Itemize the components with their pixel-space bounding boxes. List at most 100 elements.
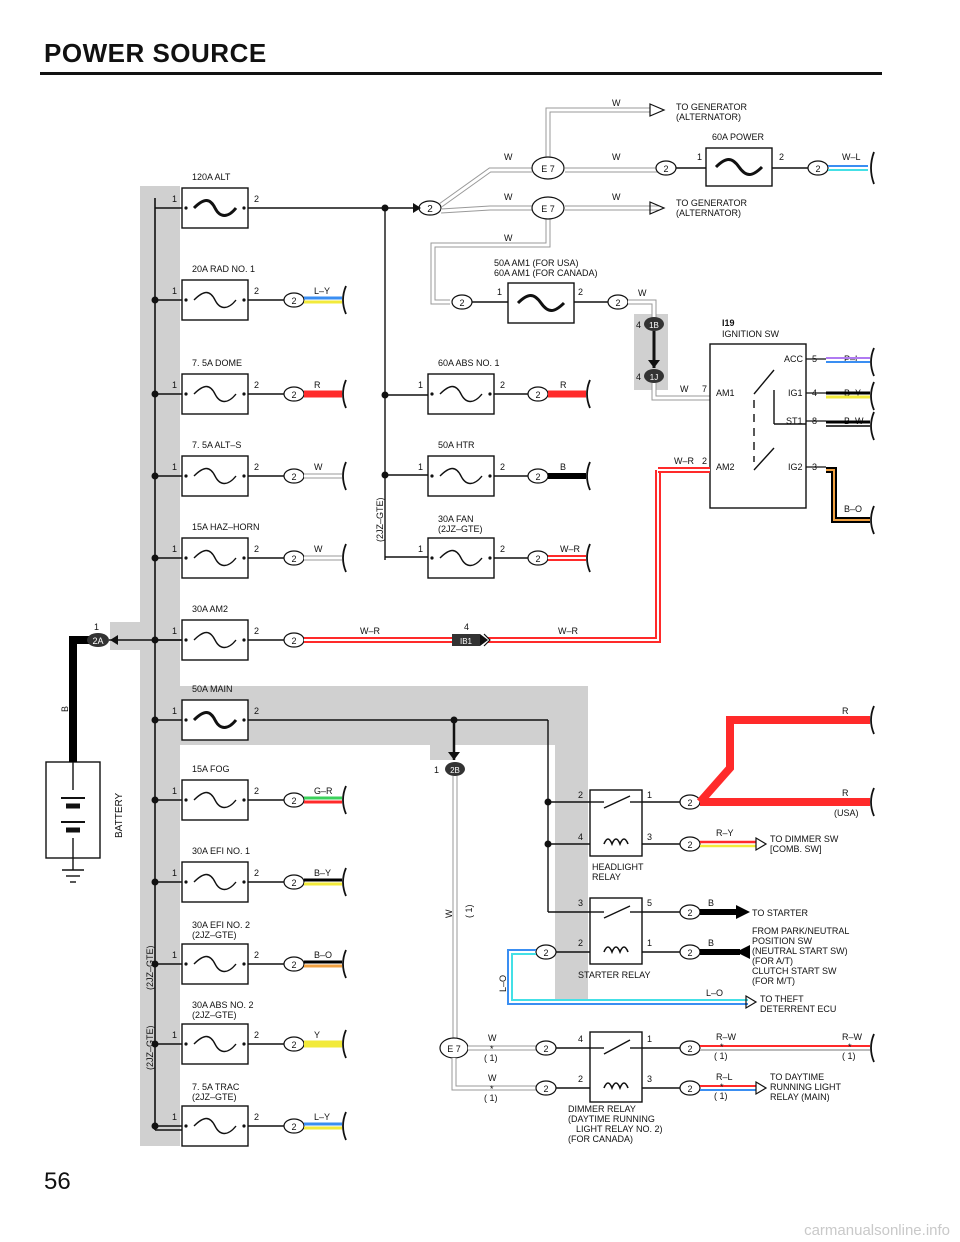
fuse-label: 15A FOG [192,764,230,774]
svg-text:2: 2 [254,544,259,554]
svg-text:1: 1 [418,380,423,390]
svg-text:1B: 1B [649,321,659,330]
fuse-connector: 2 [283,874,305,890]
theft-label-1: TO THEFT [760,994,804,1004]
svg-text:1: 1 [172,626,177,636]
ign-id: I19 [722,318,735,328]
svg-text:W: W [488,1073,497,1083]
svg-text:E 7: E 7 [541,164,555,174]
svg-text:2: 2 [663,164,668,174]
bus-2jz-label-1: (2JZ–GTE) [145,945,155,990]
svg-text:( 1): ( 1) [714,1051,728,1061]
power60-fuse [705,147,773,187]
to-starter-label: TO STARTER [752,908,809,918]
svg-text:2: 2 [254,1112,259,1122]
battery-wire [69,636,92,762]
fusebox-panel [140,186,180,1146]
battery-wire-label: B [60,706,70,712]
svg-text:2: 2 [291,472,296,482]
svg-text:5: 5 [647,898,652,908]
title-rule [40,72,882,75]
mid-fuse-connector: 2 [527,468,549,484]
svg-text:2: 2 [543,1084,548,1094]
svg-text:2: 2 [291,796,296,806]
w-label-4: W [504,192,513,202]
svg-text:*: * [720,1082,724,1092]
wire-label: G–R [314,786,333,796]
fuse-label: 15A HAZ–HORN [192,522,260,532]
e7-connector-lower: E 7 [531,196,565,220]
svg-text:2: 2 [291,878,296,888]
e7-connector-dimmer: E 7 [439,1037,469,1059]
svg-text:2: 2 [687,798,692,808]
battery-connector: 2A [87,633,109,647]
am1-can-label: 60A AM1 (FOR CANADA) [494,268,598,278]
2b-star-label: ( 1) [464,904,474,918]
wire-label: W [314,544,323,554]
main-bus-panel [110,622,160,650]
r-wire-top: R [842,706,849,716]
w-label-2: W [504,152,513,162]
park-label-1: FROM PARK/NEUTRAL [752,926,849,936]
park-label-4: (FOR A/T) [752,956,793,966]
ign-1j-pin: 4 [636,372,641,382]
svg-text:2: 2 [459,298,464,308]
svg-text:*: * [490,1084,494,1094]
svg-text:2: 2 [687,840,692,850]
mid-fuse-label: 60A ABS NO. 1 [438,358,500,368]
svg-text:2: 2 [291,390,296,400]
fuse-connector: 2 [283,792,305,808]
svg-text:2: 2 [254,194,259,204]
ign-name: IGNITION SW [722,329,780,339]
svg-text:5: 5 [812,354,817,364]
fuse-label: 30A AM2 [192,604,228,614]
svg-text:7: 7 [702,384,707,394]
svg-text:(DAYTIME RUNNING: (DAYTIME RUNNING [568,1114,655,1124]
svg-text:( 1): ( 1) [484,1093,498,1103]
svg-text:2: 2 [543,948,548,958]
svg-text:1: 1 [172,950,177,960]
svg-text:2: 2 [615,298,620,308]
dimmer-conn-3: 2 [679,1080,701,1096]
park-label-2: POSITION SW [752,936,813,946]
svg-text:3: 3 [812,462,817,472]
svg-text:1: 1 [647,790,652,800]
svg-text:2: 2 [500,462,505,472]
svg-text:2: 2 [291,1040,296,1050]
wire-label: R [314,380,321,390]
ign-conn-1b: 1B [644,317,664,331]
fuse-label: 7. 5A DOME [192,358,242,368]
svg-text:2: 2 [254,950,259,960]
fuse-connector: 2 [283,1118,305,1134]
wire-label: B–O [314,950,332,960]
dimmer-conn-2: 2 [535,1080,557,1096]
page-title: POWER SOURCE [44,38,267,68]
svg-text:2: 2 [687,1084,692,1094]
fuse-label: 30A EFI NO. 2 [192,920,250,930]
bus-2jz-label-2: (2JZ–GTE) [145,1025,155,1070]
dimmer-sw-label2: [COMB. SW] [770,844,822,854]
ign-terminal: AM1 [716,388,735,398]
w-label-6: W [504,233,513,243]
power60-wire: W–L [842,152,861,162]
svg-text:IB1: IB1 [460,637,473,646]
headlight-relay [589,789,643,857]
svg-text:1: 1 [418,544,423,554]
fuse-label: 30A EFI NO. 1 [192,846,250,856]
ign-terminal: AM2 [716,462,735,472]
svg-text:2: 2 [500,380,505,390]
e7-connector-upper: E 7 [531,156,565,180]
svg-text:2: 2 [254,286,259,296]
headlight-relay-label2: RELAY [592,872,621,882]
2b-w-label: W [444,909,454,918]
lo-label: L–O [706,988,723,998]
am1-usa-label: 50A AM1 (FOR USA) [494,258,579,268]
svg-text:R–W: R–W [716,1032,737,1042]
power60-pin2: 2 [779,152,784,162]
park-label-6: (FOR M/T) [752,976,795,986]
svg-text:TO DAYTIME: TO DAYTIME [770,1072,824,1082]
